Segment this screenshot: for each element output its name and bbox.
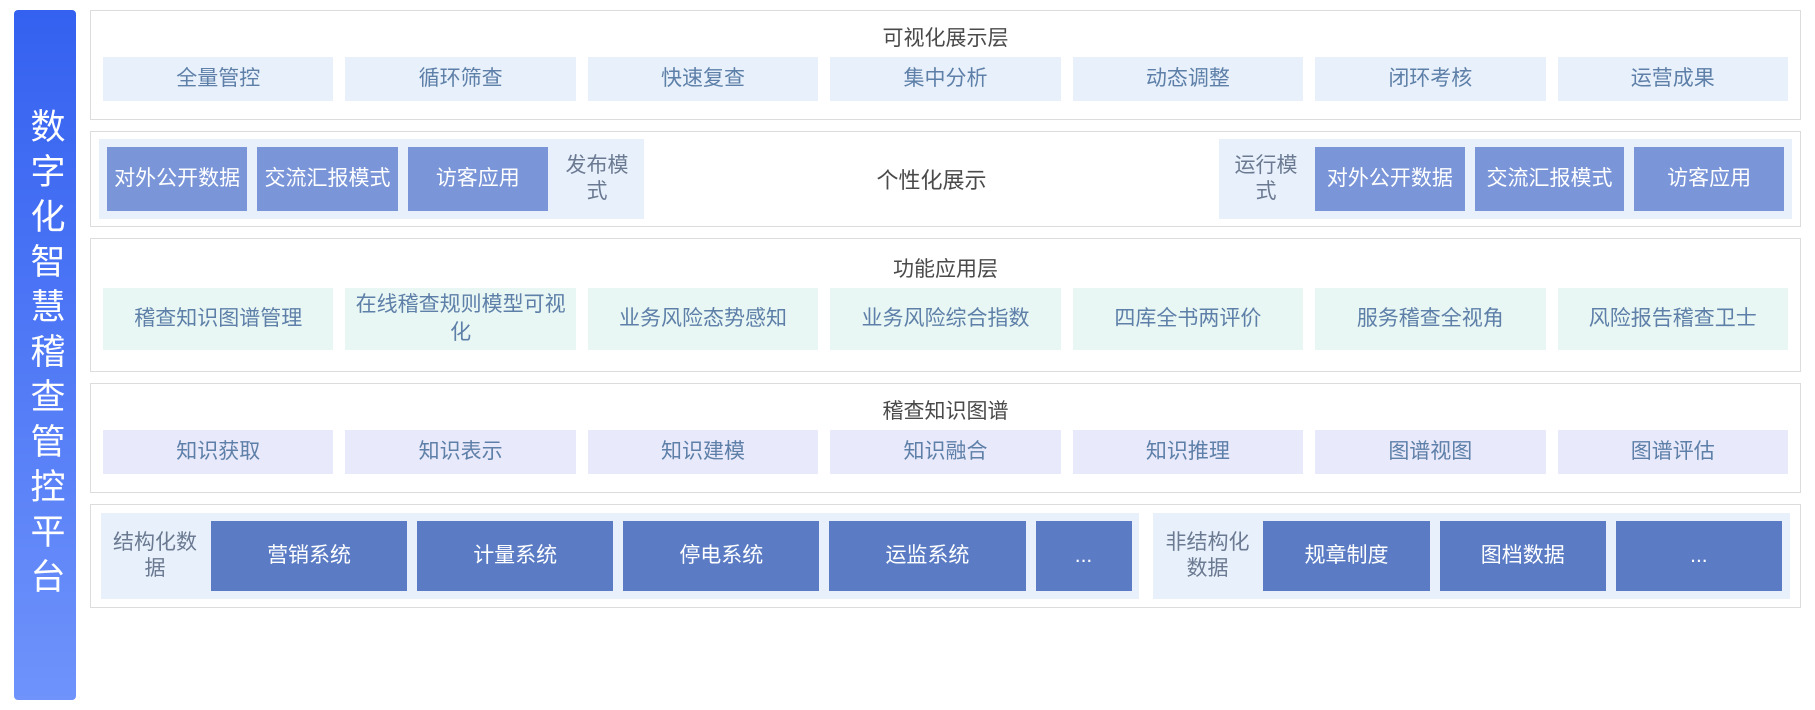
func-item-4[interactable]: 四库全书两评价	[1072, 287, 1304, 350]
run-mode-item-2[interactable]: 访客应用	[1634, 147, 1785, 211]
layer-function-application-title: 功能应用层	[893, 258, 998, 282]
layer-visualization: 可视化展示层 全量管控 循环筛查 快速复查 集中分析 动态调整 闭环考核 运营成…	[90, 10, 1801, 120]
viz-item-2[interactable]: 快速复查	[587, 56, 819, 101]
layer-data-sources: 结构化数据 营销系统 计量系统 停电系统 运监系统 ... 非结构化数据 规章制…	[90, 504, 1801, 608]
run-mode-label: 运行模式	[1234, 153, 1298, 203]
kg-item-2[interactable]: 知识建模	[587, 429, 819, 474]
func-item-1[interactable]: 在线稽查规则模型可视化	[345, 287, 576, 350]
structured-item-more[interactable]: ...	[1035, 521, 1132, 591]
personalized-display-label: 个性化展示	[644, 139, 1219, 219]
kg-item-5[interactable]: 图谱视图	[1315, 429, 1546, 474]
unstructured-data-group: 非结构化数据 规章制度 图档数据 ...	[1153, 513, 1790, 599]
structured-item-1[interactable]: 计量系统	[417, 521, 614, 591]
publish-mode-item-0[interactable]: 对外公开数据	[107, 147, 248, 211]
layer-stack: 可视化展示层 全量管控 循环筛查 快速复查 集中分析 动态调整 闭环考核 运营成…	[90, 10, 1801, 700]
run-mode-item-0[interactable]: 对外公开数据	[1315, 147, 1465, 211]
structured-data-group: 结构化数据 营销系统 计量系统 停电系统 运监系统 ...	[101, 513, 1140, 599]
func-item-6[interactable]: 风险报告稽查卫士	[1557, 287, 1788, 350]
structured-item-0[interactable]: 营销系统	[211, 521, 408, 591]
viz-item-6[interactable]: 运营成果	[1557, 56, 1788, 101]
run-mode-item-1[interactable]: 交流汇报模式	[1474, 147, 1625, 211]
kg-item-6[interactable]: 图谱评估	[1557, 429, 1788, 474]
platform-vertical-title: 数字化智慧稽查管控平台	[25, 107, 65, 603]
platform-title-bar: 数字化智慧稽查管控平台	[14, 10, 76, 700]
unstructured-item-0[interactable]: 规章制度	[1263, 521, 1430, 591]
viz-item-1[interactable]: 循环筛查	[345, 56, 576, 101]
publish-mode-group: 对外公开数据 交流汇报模式 访客应用 发布模式	[99, 139, 644, 219]
structured-item-2[interactable]: 停电系统	[623, 521, 820, 591]
func-item-2[interactable]: 业务风险态势感知	[587, 287, 819, 350]
viz-item-4[interactable]: 动态调整	[1072, 56, 1304, 101]
run-mode-group: 运行模式 对外公开数据 交流汇报模式 访客应用	[1219, 139, 1792, 219]
unstructured-data-label: 非结构化数据	[1165, 530, 1250, 580]
publish-mode-item-1[interactable]: 交流汇报模式	[257, 147, 398, 211]
layer-knowledge-graph-title: 稽查知识图谱	[882, 400, 1009, 424]
structured-data-label: 结构化数据	[113, 530, 197, 580]
unstructured-item-1[interactable]: 图档数据	[1439, 521, 1606, 591]
func-item-5[interactable]: 服务稽查全视角	[1315, 287, 1546, 350]
kg-item-3[interactable]: 知识融合	[830, 429, 1061, 474]
layer-visualization-title: 可视化展示层	[882, 27, 1009, 51]
kg-item-0[interactable]: 知识获取	[103, 429, 334, 474]
publish-mode-item-2[interactable]: 访客应用	[407, 147, 548, 211]
viz-item-3[interactable]: 集中分析	[830, 56, 1061, 101]
structured-item-3[interactable]: 运监系统	[829, 521, 1026, 591]
layer-knowledge-graph-items: 知识获取 知识表示 知识建模 知识融合 知识推理 图谱视图 图谱评估	[91, 429, 1800, 484]
unstructured-item-more[interactable]: ...	[1615, 521, 1782, 591]
kg-item-1[interactable]: 知识表示	[345, 429, 576, 474]
layer-function-application: 功能应用层 稽查知识图谱管理 在线稽查规则模型可视化 业务风险态势感知 业务风险…	[90, 238, 1801, 372]
publish-mode-label: 发布模式	[565, 153, 629, 203]
viz-item-0[interactable]: 全量管控	[103, 56, 334, 101]
viz-item-5[interactable]: 闭环考核	[1315, 56, 1546, 101]
func-item-3[interactable]: 业务风险综合指数	[830, 287, 1061, 350]
layer-knowledge-graph: 稽查知识图谱 知识获取 知识表示 知识建模 知识融合 知识推理 图谱视图 图谱评…	[90, 383, 1801, 493]
layer-visualization-items: 全量管控 循环筛查 快速复查 集中分析 动态调整 闭环考核 运营成果	[91, 56, 1800, 111]
layer-function-application-items: 稽查知识图谱管理 在线稽查规则模型可视化 业务风险态势感知 业务风险综合指数 四…	[91, 287, 1800, 360]
layer-modes: 对外公开数据 交流汇报模式 访客应用 发布模式 个性化展示 运行模式 对外公开数…	[90, 131, 1801, 227]
kg-item-4[interactable]: 知识推理	[1072, 429, 1304, 474]
func-item-0[interactable]: 稽查知识图谱管理	[103, 287, 334, 350]
